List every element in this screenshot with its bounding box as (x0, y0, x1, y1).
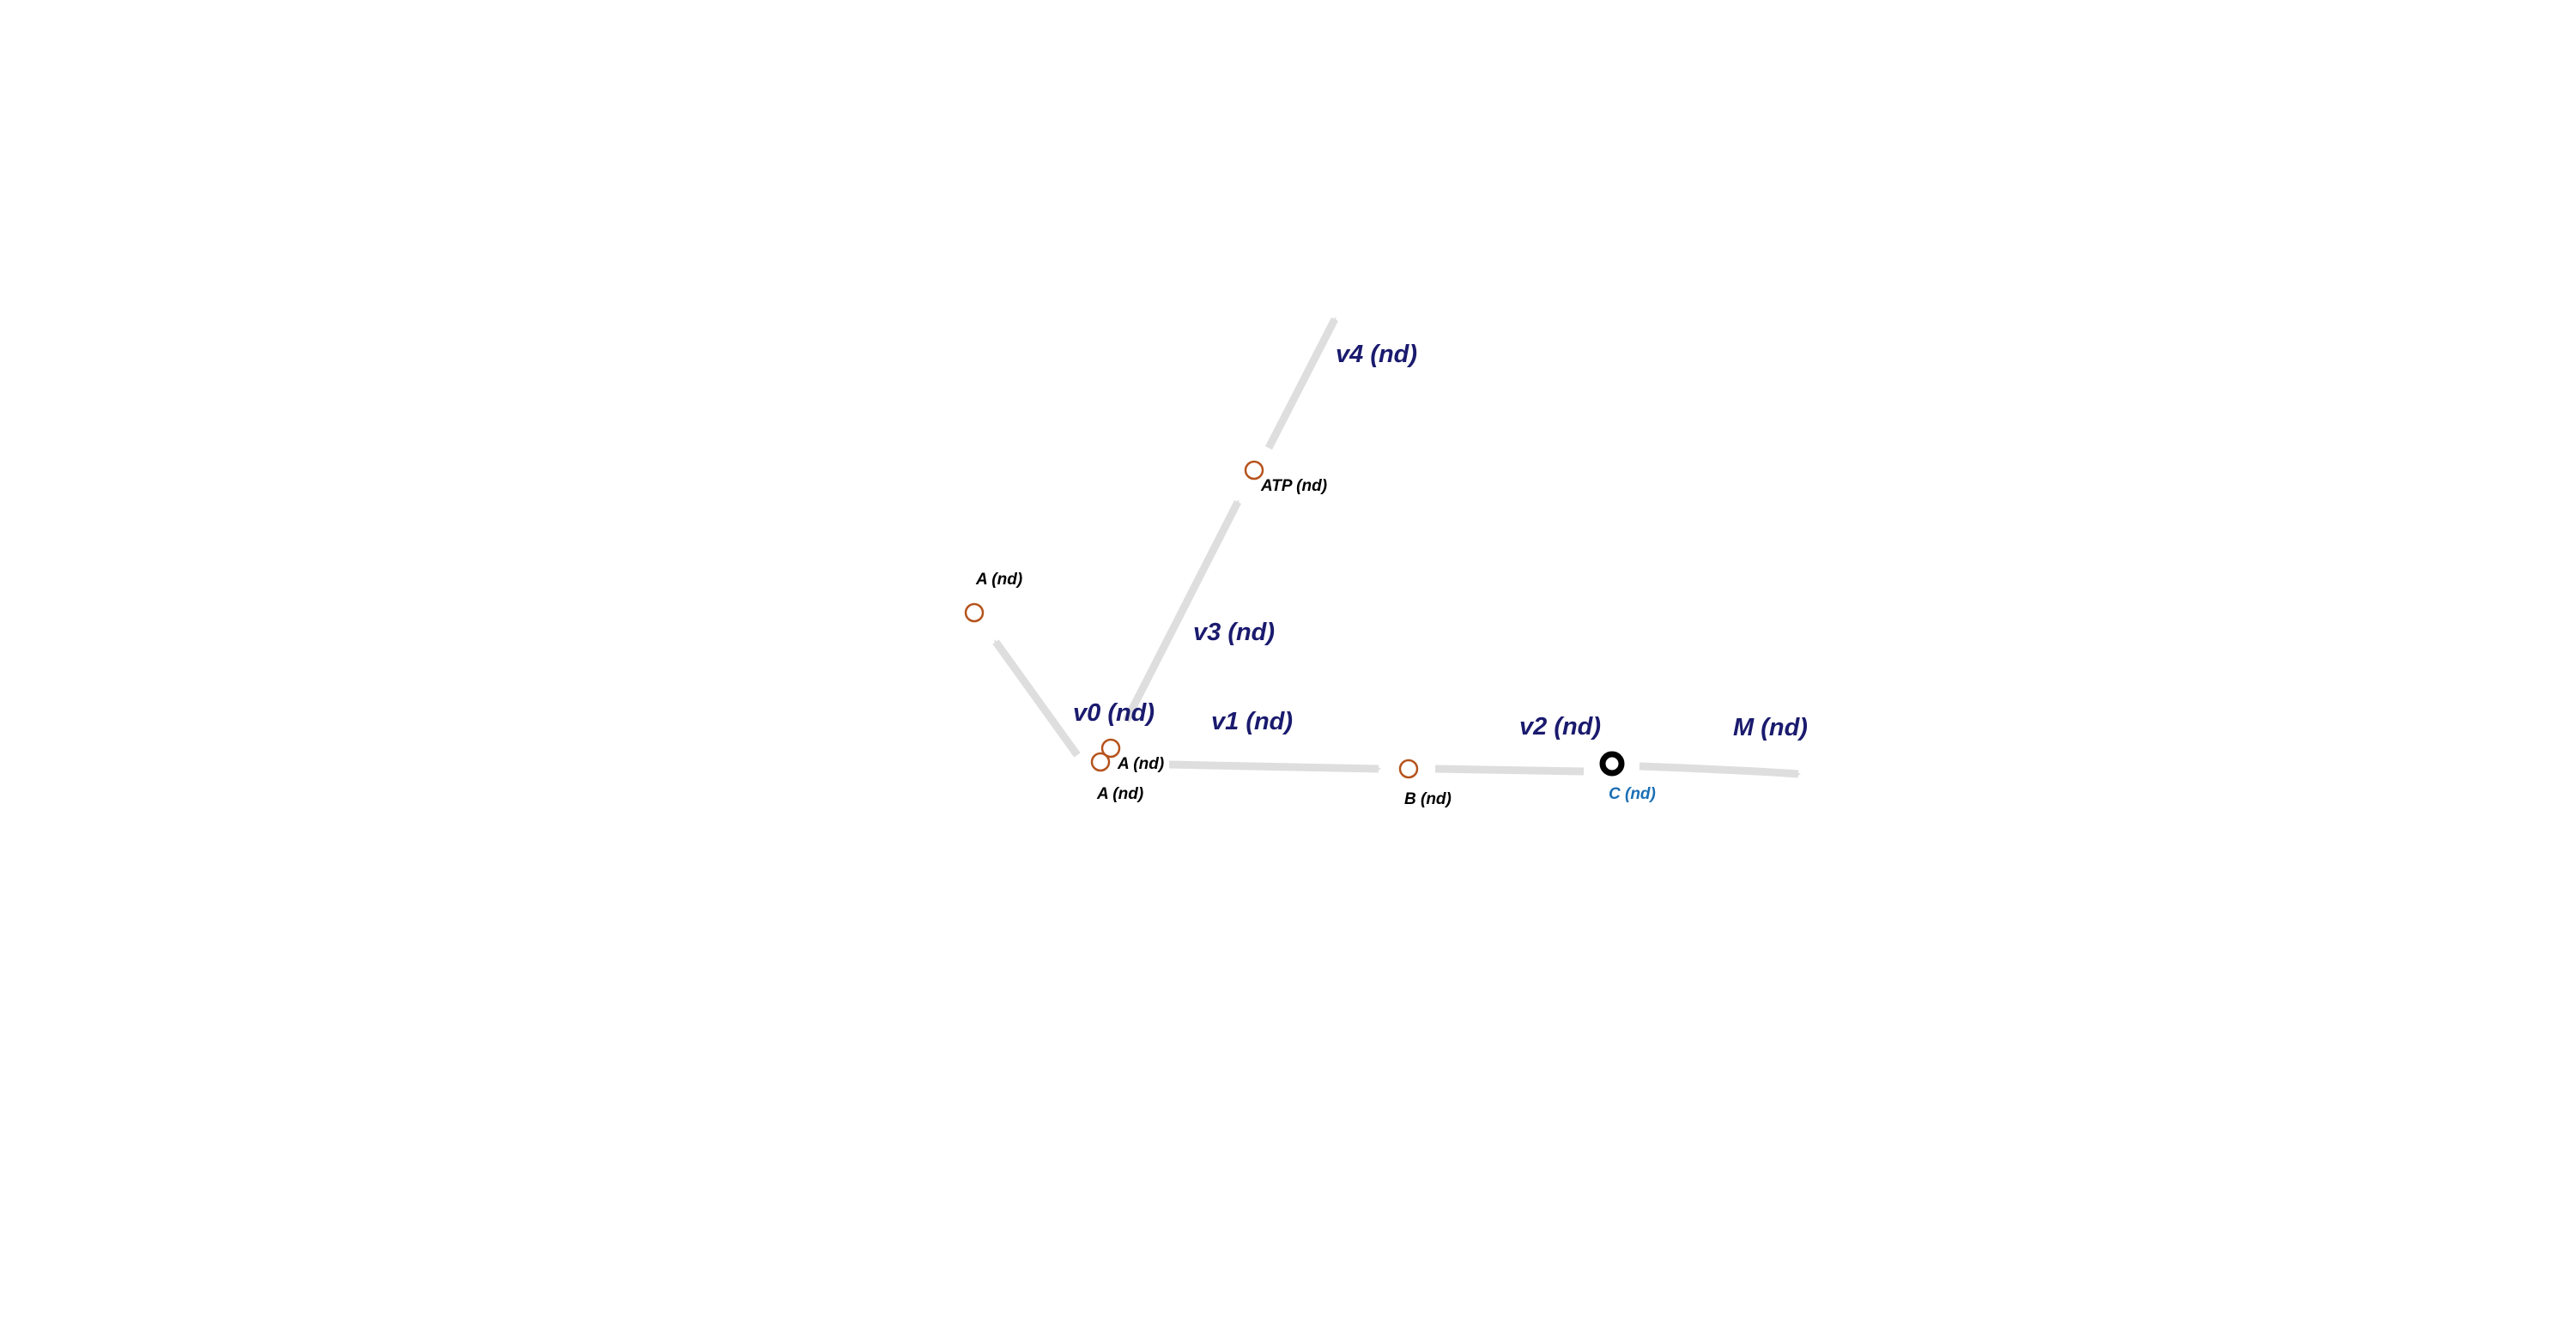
node-ATP[interactable] (1244, 460, 1264, 481)
reaction-labels: v4 (nd) v3 (nd) v0 (nd) v1 (nd) v2 (nd) … (1073, 341, 1808, 741)
reaction-label-v2[interactable]: v2 (nd) (1519, 713, 1601, 741)
reaction-label-v4[interactable]: v4 (nd) (1336, 341, 1417, 368)
edge-v4-out[interactable] (1264, 317, 1339, 450)
edge-v3-to-ATP[interactable] (1122, 499, 1242, 723)
metabolite-labels: A (nd) ATP (nd) A (nd) A (nd) B (nd) C (… (975, 477, 1656, 808)
reaction-label-M[interactable]: M (nd) (1733, 714, 1808, 741)
edge-M-out[interactable] (1639, 762, 1801, 778)
edge-v2-to-C[interactable] (1434, 765, 1585, 776)
reaction-label-v0[interactable]: v0 (nd) (1073, 699, 1155, 727)
metabolite-label-A-upper: A (nd) (975, 571, 1022, 589)
metabolite-label-ATP: ATP (nd) (1260, 477, 1327, 495)
node-A-upper[interactable] (964, 602, 985, 623)
edge-v0-to-A-upper[interactable] (992, 639, 1081, 758)
reaction-label-v1[interactable]: v1 (nd) (1211, 708, 1293, 735)
metabolite-label-A-center: A (nd) (1117, 755, 1164, 773)
edges (992, 317, 1801, 778)
node-A-center[interactable] (1100, 738, 1121, 759)
metabolite-nodes (964, 460, 1625, 779)
node-B[interactable] (1398, 759, 1419, 779)
metabolite-label-C: C (nd) (1609, 785, 1656, 803)
edge-v1-to-B[interactable] (1168, 760, 1381, 773)
node-C[interactable] (1599, 751, 1625, 777)
node-A-lower[interactable] (1090, 752, 1111, 772)
metabolite-label-A-lower: A (nd) (1096, 785, 1143, 803)
metabolite-label-B: B (nd) (1404, 790, 1452, 808)
reaction-label-v3[interactable]: v3 (nd) (1193, 619, 1275, 646)
